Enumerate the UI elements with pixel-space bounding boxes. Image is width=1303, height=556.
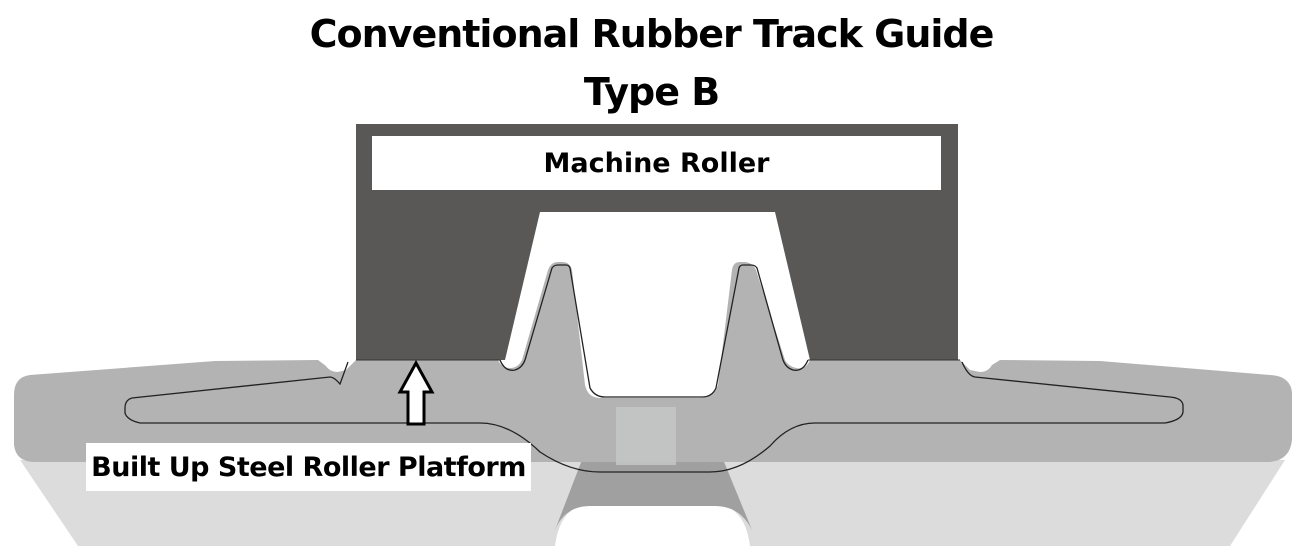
diagram-title-line1: Conventional Rubber Track Guide [309,12,995,56]
diagram-title-line2: Type B [583,70,720,114]
track-body [14,262,1292,462]
guide-tooth-outline-right [605,264,809,398]
arrow-up-icon [397,359,435,426]
platform-outline-left [124,361,1184,473]
guide-tooth-outline-left [499,264,606,398]
platform-label: Built Up Steel Roller Platform [86,443,531,491]
center-block [616,407,676,465]
machine-roller-label: Machine Roller [372,136,941,190]
